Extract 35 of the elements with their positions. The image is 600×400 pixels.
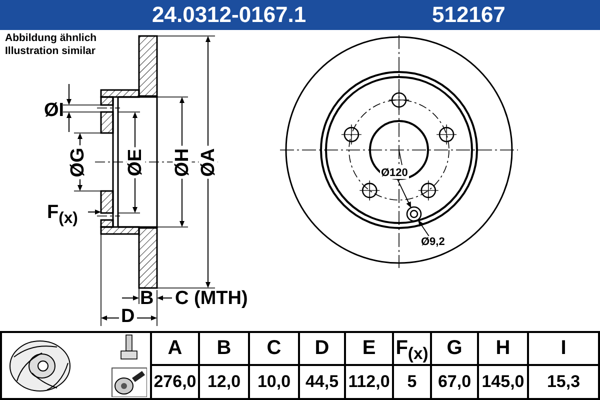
value-cell: 15,3	[527, 366, 598, 398]
value-cell: 276,0	[150, 366, 198, 398]
column-header-cell: H	[477, 333, 527, 366]
dimension-label: ØG	[68, 145, 88, 179]
reference-number: 512167	[432, 4, 506, 26]
column-header-cell: B	[198, 333, 248, 366]
column-header-cell: G	[430, 333, 477, 366]
dimension-label: ØE	[126, 146, 145, 178]
note-text: Abbildung ähnlich	[5, 33, 97, 44]
dimension-callout: Ø120	[380, 167, 409, 180]
value-cell: 44,5	[298, 366, 344, 398]
dimension-label: F$_{(x)}$	[47, 203, 78, 227]
leader-line	[418, 220, 430, 236]
column-header-cell: E	[344, 333, 392, 366]
column-header-cell: I	[527, 333, 598, 366]
value-cell: 112,0	[344, 366, 392, 398]
value-cell: 145,0	[477, 366, 527, 398]
value-cell: 67,0	[430, 366, 477, 398]
dimension-label: C (MTH)	[175, 289, 248, 308]
bolt-hole	[406, 206, 422, 222]
column-header-cell: A	[150, 333, 198, 366]
leader-line	[396, 178, 412, 208]
dimension-label: ØH	[172, 146, 192, 178]
column-header-cell: F$_{(x)}$	[392, 333, 430, 366]
column-header-cell: C	[248, 333, 298, 366]
value-cell: 10,0	[248, 366, 298, 398]
dimension-label: ØI	[44, 101, 64, 120]
dimension-label: B	[140, 289, 154, 308]
part-number: 24.0312-0167.1	[152, 4, 306, 26]
value-cell: 12,0	[198, 366, 248, 398]
note-text: Illustration similar	[5, 46, 96, 56]
dimension-callout: Ø9,2	[420, 236, 446, 248]
value-cell: 5	[392, 366, 430, 398]
dimension-label: ØA	[198, 146, 218, 178]
column-header-cell: D	[298, 333, 344, 366]
